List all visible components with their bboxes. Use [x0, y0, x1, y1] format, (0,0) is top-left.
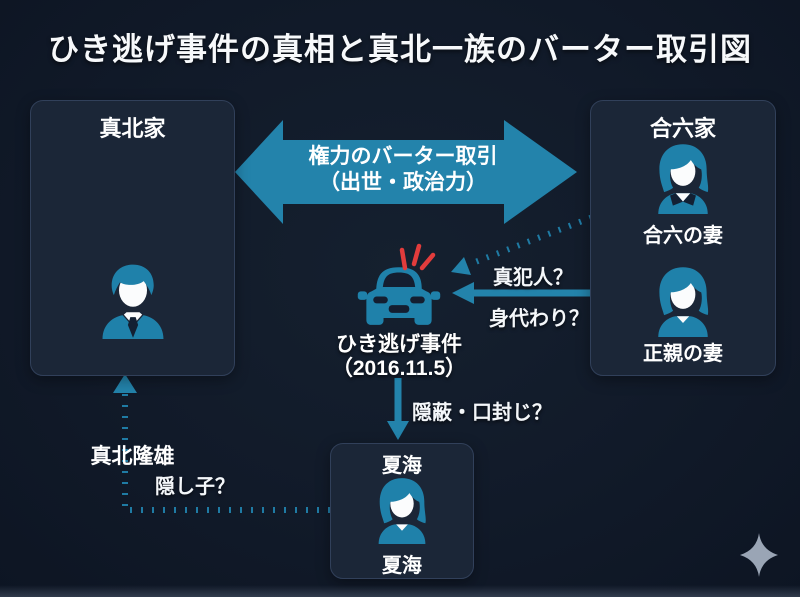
event-label-line1: ひき逃げ事件: [336, 333, 462, 356]
member-name-masachika-wife: 正親の妻: [643, 343, 723, 365]
panel-natsumi-title: 夏海: [382, 455, 422, 477]
hidden-child-arrow: [113, 374, 330, 513]
bottom-edge-glow: [0, 585, 800, 597]
page-title: ひき逃げ事件の真相と真北一族のバーター取引図: [48, 32, 752, 67]
event-label-line2: （2016.11.5）: [331, 357, 467, 380]
label-hidden-child: 隠し子？: [155, 476, 235, 498]
barter-label: 権力のバーター取引 （出世・政治力）: [229, 144, 577, 196]
female-person-icon: [378, 478, 426, 544]
panel-makita-family: 真北家 真北隆雄: [30, 100, 235, 468]
member-name-natsumi: 夏海: [382, 555, 422, 577]
sparkle-icon: [740, 533, 778, 577]
member-name-makita-takao: 真北隆雄: [90, 445, 175, 468]
coverup-arrow: [387, 378, 409, 440]
label-coverup: 隠蔽・口封じ？: [412, 402, 552, 424]
label-true-culprit: 真犯人？: [493, 267, 573, 289]
male-person-icon: [102, 264, 164, 339]
member-name-goroku-wife: 合六の妻: [643, 225, 723, 247]
crash-marks-icon: [399, 243, 436, 271]
car-icon: [357, 267, 441, 325]
label-scapegoat: 身代わり？: [489, 308, 589, 330]
true-culprit-arrow: [451, 191, 655, 275]
barter-label-line1: 権力のバーター取引: [308, 145, 498, 168]
barter-arrow: [235, 120, 577, 224]
event-label: ひき逃げ事件 （2016.11.5）: [299, 333, 499, 381]
panel-goroku-family: 合六家 合六の妻 正親の妻: [590, 100, 776, 376]
panel-makita-title: 真北家: [99, 116, 166, 141]
panel-goroku-title: 合六家: [649, 116, 716, 141]
female-person-icon: [658, 267, 709, 337]
panel-natsumi: 夏海 夏海: [330, 443, 474, 579]
female-person-icon: [658, 144, 709, 214]
barter-label-line2: （出世・政治力）: [319, 171, 487, 194]
